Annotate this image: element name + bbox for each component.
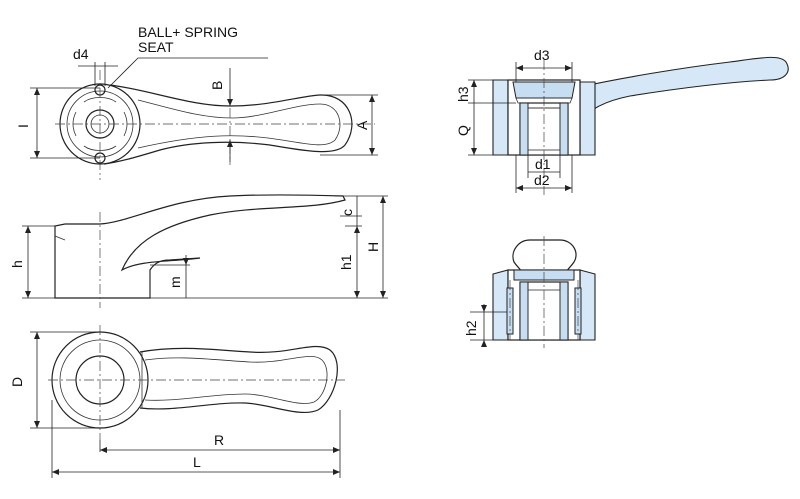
- label-I: I: [15, 124, 31, 128]
- ball-spring-seat-note-line2: SEAT: [138, 39, 174, 55]
- label-d2: d2: [534, 172, 550, 188]
- label-H: H: [365, 242, 381, 252]
- label-m: m: [167, 276, 183, 288]
- label-R: R: [214, 432, 224, 448]
- label-A: A: [354, 120, 370, 130]
- section-view-2: [470, 236, 596, 348]
- label-L: L: [193, 454, 201, 470]
- top-view: [30, 57, 378, 180]
- bottom-view: [30, 325, 345, 478]
- label-c: c: [339, 209, 355, 216]
- label-Q: Q: [455, 125, 471, 136]
- label-B: B: [209, 81, 225, 90]
- label-h2: h2: [463, 320, 479, 336]
- side-view: [22, 194, 388, 308]
- ball-spring-seat-note-line1: BALL+ SPRING: [138, 24, 238, 40]
- label-d4: d4: [73, 46, 89, 62]
- label-D: D: [9, 377, 25, 387]
- section-view: [468, 56, 789, 195]
- label-d1: d1: [535, 156, 551, 172]
- label-h3: h3: [455, 86, 471, 102]
- label-h: h: [9, 260, 25, 268]
- label-h1: h1: [338, 254, 354, 270]
- label-d3: d3: [534, 47, 550, 63]
